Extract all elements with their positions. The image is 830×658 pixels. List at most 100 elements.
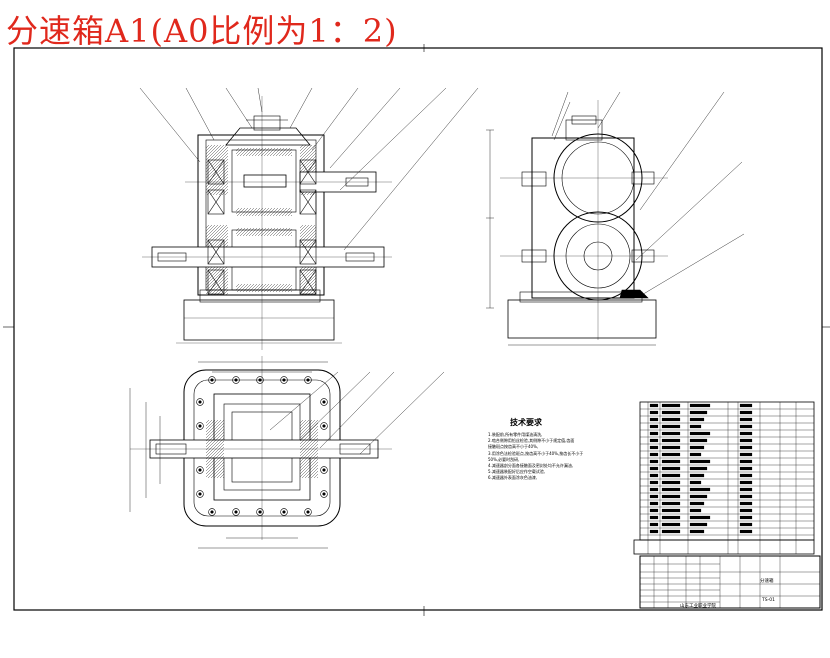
circle <box>322 424 326 428</box>
line <box>301 280 317 296</box>
line <box>266 283 276 293</box>
line <box>272 227 282 237</box>
circle <box>304 508 312 516</box>
line <box>312 191 317 196</box>
line <box>205 144 219 158</box>
line <box>278 147 288 157</box>
line <box>278 283 288 293</box>
line <box>213 280 229 296</box>
circle <box>320 422 328 430</box>
line <box>205 155 229 179</box>
outline <box>689 487 711 492</box>
line <box>206 173 229 196</box>
tech-note: 50%,必要时刮研, <box>488 456 520 462</box>
outline <box>689 424 702 429</box>
line <box>299 371 371 441</box>
outline <box>661 445 681 450</box>
line <box>205 226 229 250</box>
line <box>299 419 307 427</box>
circle <box>234 378 238 382</box>
line <box>260 227 270 237</box>
outline <box>197 134 325 296</box>
line <box>269 147 279 157</box>
line <box>272 147 282 157</box>
title-block-drawing-number: TS-01 <box>762 598 775 603</box>
line <box>278 227 288 237</box>
outline <box>689 410 708 415</box>
line <box>205 144 225 164</box>
circle <box>320 398 328 406</box>
line <box>266 227 276 237</box>
outline <box>689 403 711 408</box>
circle <box>306 378 310 382</box>
line <box>635 161 743 261</box>
outline <box>649 445 659 450</box>
circle <box>232 508 240 516</box>
line <box>210 277 229 296</box>
outline <box>299 269 317 295</box>
line <box>299 269 317 295</box>
line <box>299 155 317 173</box>
line <box>329 87 401 169</box>
line <box>205 224 222 241</box>
line <box>339 87 447 191</box>
outline <box>689 417 705 422</box>
outline <box>243 174 287 188</box>
line <box>205 146 229 170</box>
outline <box>661 487 681 492</box>
outline <box>689 431 711 436</box>
line <box>205 425 225 445</box>
circle <box>282 510 286 514</box>
tech-note: 2.啮合侧隙用铅丝检验,其侧隙不小于规定值,齿面 <box>488 438 575 444</box>
tech-note: 4.减速器剖分面各接触面及密封处均不允许漏油, <box>488 463 574 469</box>
outline <box>661 480 681 485</box>
line <box>205 434 225 454</box>
outline <box>639 401 815 541</box>
line <box>299 144 304 149</box>
outline <box>689 522 708 527</box>
line <box>269 371 339 431</box>
top-view <box>129 356 445 549</box>
outline <box>739 445 753 450</box>
outline <box>649 459 659 464</box>
outline <box>689 480 702 485</box>
line <box>207 159 225 185</box>
line <box>281 227 291 237</box>
outline <box>689 445 705 450</box>
drawing-border <box>3 44 830 616</box>
outline <box>689 529 705 534</box>
line <box>299 431 319 451</box>
line <box>299 419 313 433</box>
outline <box>649 501 659 506</box>
line <box>205 443 225 463</box>
line <box>205 224 219 238</box>
line <box>299 239 317 265</box>
line <box>207 189 225 215</box>
line <box>235 147 243 155</box>
line <box>290 154 293 157</box>
circle <box>210 378 214 382</box>
line <box>299 428 319 448</box>
line <box>299 422 319 442</box>
outline <box>739 438 753 443</box>
line <box>205 422 225 442</box>
line <box>299 425 319 445</box>
line <box>263 147 273 157</box>
line <box>299 144 307 152</box>
circle <box>198 468 202 472</box>
outline <box>649 452 659 457</box>
line <box>299 232 317 250</box>
line <box>224 191 229 196</box>
line <box>205 458 225 478</box>
line <box>205 419 216 430</box>
line <box>639 91 725 211</box>
line <box>235 147 240 152</box>
drain-plug <box>619 289 649 299</box>
line <box>207 239 225 265</box>
line <box>299 455 319 475</box>
line <box>248 227 258 237</box>
circle <box>282 378 286 382</box>
line <box>299 144 310 155</box>
line <box>205 419 210 424</box>
circle <box>256 508 264 516</box>
